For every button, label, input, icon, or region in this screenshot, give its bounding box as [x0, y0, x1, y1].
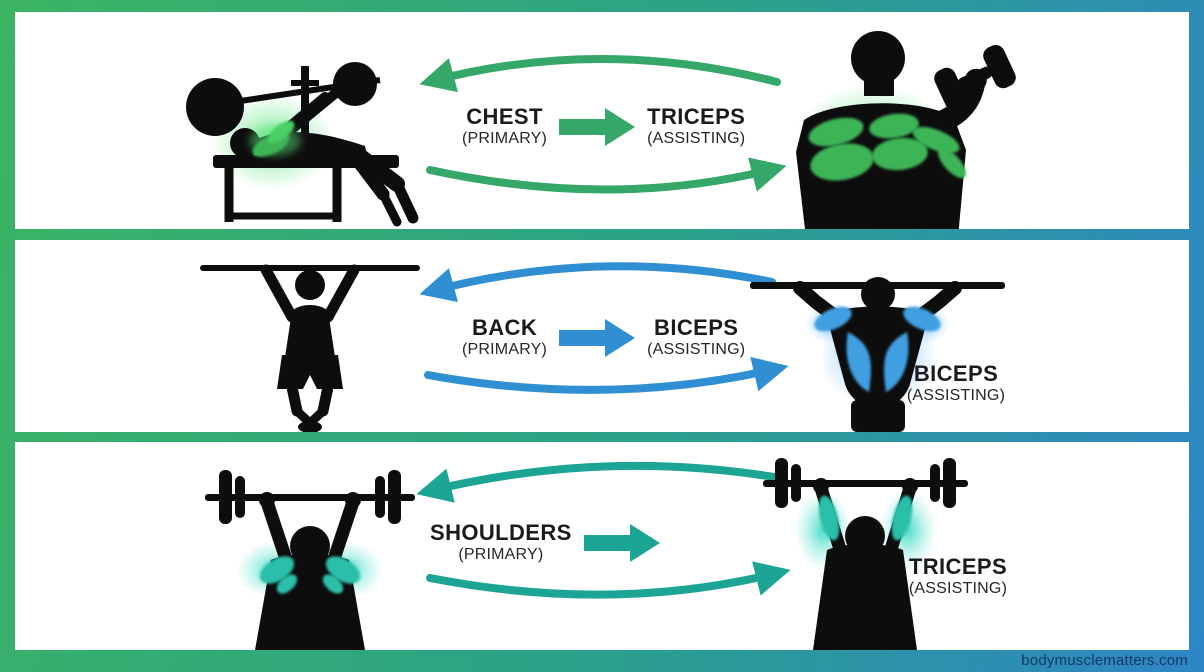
curved-arrow-top [419, 262, 776, 303]
pull-up-figure [200, 264, 420, 432]
assisting-muscle-sub: (ASSISTING) [647, 130, 746, 148]
row-chest-triceps: CHEST (PRIMARY) TRICEPS (ASSISTING) [15, 12, 1189, 229]
curved-arrow-bottom [424, 356, 789, 394]
bench-press-figure [186, 62, 419, 227]
side-assisting-block: TRICEPS (ASSISTING) [878, 555, 1038, 598]
pull-up-back-figure [750, 277, 1005, 432]
pairing-row3: SHOULDERS (PRIMARY) [430, 521, 672, 564]
overhead-press-triceps-figure [763, 458, 968, 650]
assisting-muscle-label: TRICEPS [647, 104, 746, 129]
pairing-row1: CHEST (PRIMARY) TRICEPS (ASSISTING) [462, 105, 745, 148]
flow-arrow-icon [559, 107, 636, 146]
side-assisting-label: BICEPS [913, 361, 999, 386]
primary-muscle-label: SHOULDERS [430, 520, 572, 545]
curved-arrow-top [416, 461, 784, 503]
primary-muscle-block: CHEST (PRIMARY) [462, 105, 547, 148]
curved-arrow-bottom [426, 561, 791, 599]
row-back-biceps: BACK (PRIMARY) BICEPS (ASSISTING) BICEPS… [15, 240, 1189, 432]
primary-muscle-block: SHOULDERS (PRIMARY) [430, 521, 572, 564]
assisting-muscle-block: BICEPS (ASSISTING) [647, 316, 745, 359]
assisting-muscle-block: TRICEPS (ASSISTING) [647, 105, 745, 148]
primary-muscle-label: BACK [471, 315, 538, 340]
side-assisting-sub: (ASSISTING) [906, 387, 1006, 405]
curved-arrow-top [419, 55, 781, 93]
primary-muscle-block: BACK (PRIMARY) [462, 316, 547, 359]
primary-muscle-sub: (PRIMARY) [458, 546, 544, 564]
row-shoulders-triceps: SHOULDERS (PRIMARY) TRICEPS (ASSISTING) [15, 442, 1189, 650]
flow-arrow-icon [583, 523, 660, 562]
primary-muscle-sub: (PRIMARY) [462, 341, 548, 359]
curved-arrow-bottom [426, 157, 787, 194]
watermark-url: bodymusclematters.com [1021, 652, 1188, 669]
assisting-muscle-label: BICEPS [654, 315, 739, 340]
primary-muscle-label: CHEST [466, 104, 543, 129]
side-assisting-sub: (ASSISTING) [908, 580, 1008, 598]
side-assisting-block: BICEPS (ASSISTING) [876, 362, 1036, 405]
flow-arrow-icon [559, 318, 636, 357]
primary-muscle-sub: (PRIMARY) [462, 130, 548, 148]
side-assisting-label: TRICEPS [908, 554, 1008, 579]
standing-dumbbell-figure [793, 31, 1016, 229]
assisting-muscle-sub: (ASSISTING) [647, 341, 746, 359]
pairing-row2: BACK (PRIMARY) BICEPS (ASSISTING) [462, 316, 745, 359]
overhead-press-figure [205, 470, 415, 650]
